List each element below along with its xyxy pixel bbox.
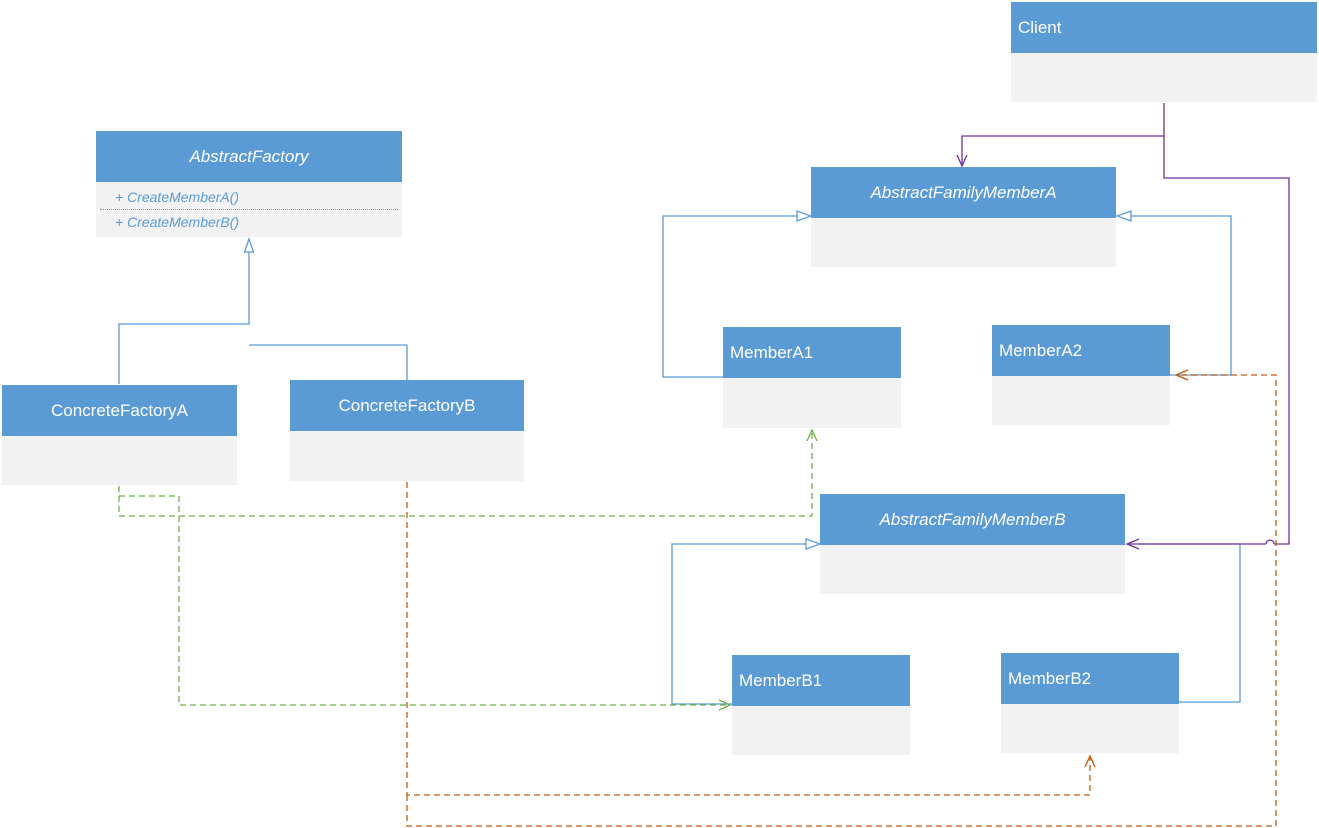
class-name: MemberA1	[723, 327, 901, 378]
operations-compartment: + CreateMemberA() + CreateMemberB()	[96, 182, 402, 234]
dependency-line-factory-b-to-member-b2	[406, 482, 1091, 796]
inheritance-line-member-b1	[671, 543, 806, 705]
inheritance-line-concrete-factory-a	[118, 251, 250, 384]
inheritance-arrowhead-abstract-factory	[243, 237, 255, 253]
class-member-b2[interactable]: MemberB2	[1001, 653, 1179, 753]
dependency-arrowhead-member-b2	[1084, 754, 1096, 768]
dependency-line-factory-b-to-member-a2	[406, 374, 1277, 827]
class-name: ConcreteFactoryB	[290, 380, 524, 431]
operation-create-member-b: + CreateMemberB()	[115, 214, 240, 230]
class-client[interactable]: Client	[1011, 2, 1317, 102]
class-name: ConcreteFactoryA	[2, 385, 237, 436]
class-name: MemberB2	[1001, 653, 1179, 704]
association-arrowhead-member-a	[956, 154, 968, 168]
association-line-client-to-member-a	[961, 103, 1165, 166]
class-member-a1[interactable]: MemberA1	[723, 327, 901, 428]
class-concrete-factory-b[interactable]: ConcreteFactoryB	[290, 380, 524, 481]
inheritance-line-concrete-factory-b	[249, 344, 408, 380]
inheritance-arrowhead-a2	[1115, 210, 1132, 222]
class-name: AbstractFactory	[96, 131, 402, 182]
class-name: MemberB1	[732, 655, 910, 706]
inheritance-line-member-a2	[1131, 215, 1232, 376]
operation-separator	[100, 209, 398, 210]
dependency-arrowhead-member-a2	[1174, 369, 1189, 381]
class-name: MemberA2	[992, 325, 1170, 376]
dependency-line-factory-a-to-member-a1	[118, 430, 813, 517]
class-name: Client	[1011, 2, 1317, 53]
class-abstract-factory[interactable]: AbstractFactory + CreateMemberA() + Crea…	[96, 131, 402, 237]
class-name: AbstractFamilyMemberA	[811, 167, 1116, 218]
class-member-a2[interactable]: MemberA2	[992, 325, 1170, 425]
association-line-client-to-member-b	[1163, 136, 1290, 545]
class-name: AbstractFamilyMemberB	[820, 494, 1125, 545]
dependency-line-factory-a-to-member-b1	[119, 495, 730, 706]
class-concrete-factory-a[interactable]: ConcreteFactoryA	[2, 385, 237, 485]
dependency-arrowhead-member-a1	[806, 428, 818, 442]
inheritance-line-member-a1	[662, 215, 797, 378]
class-abstract-family-member-a[interactable]: AbstractFamilyMemberA	[811, 167, 1116, 267]
inheritance-arrowhead-b1	[805, 538, 822, 550]
class-abstract-family-member-b[interactable]: AbstractFamilyMemberB	[820, 494, 1125, 594]
inheritance-arrowhead-a1	[796, 210, 813, 222]
class-member-b1[interactable]: MemberB1	[732, 655, 910, 755]
association-line-crossing-hop	[1265, 539, 1275, 545]
operation-create-member-a: + CreateMemberA()	[115, 189, 240, 205]
dependency-arrowhead-member-b1	[718, 699, 732, 711]
association-arrowhead-member-b	[1125, 538, 1140, 550]
